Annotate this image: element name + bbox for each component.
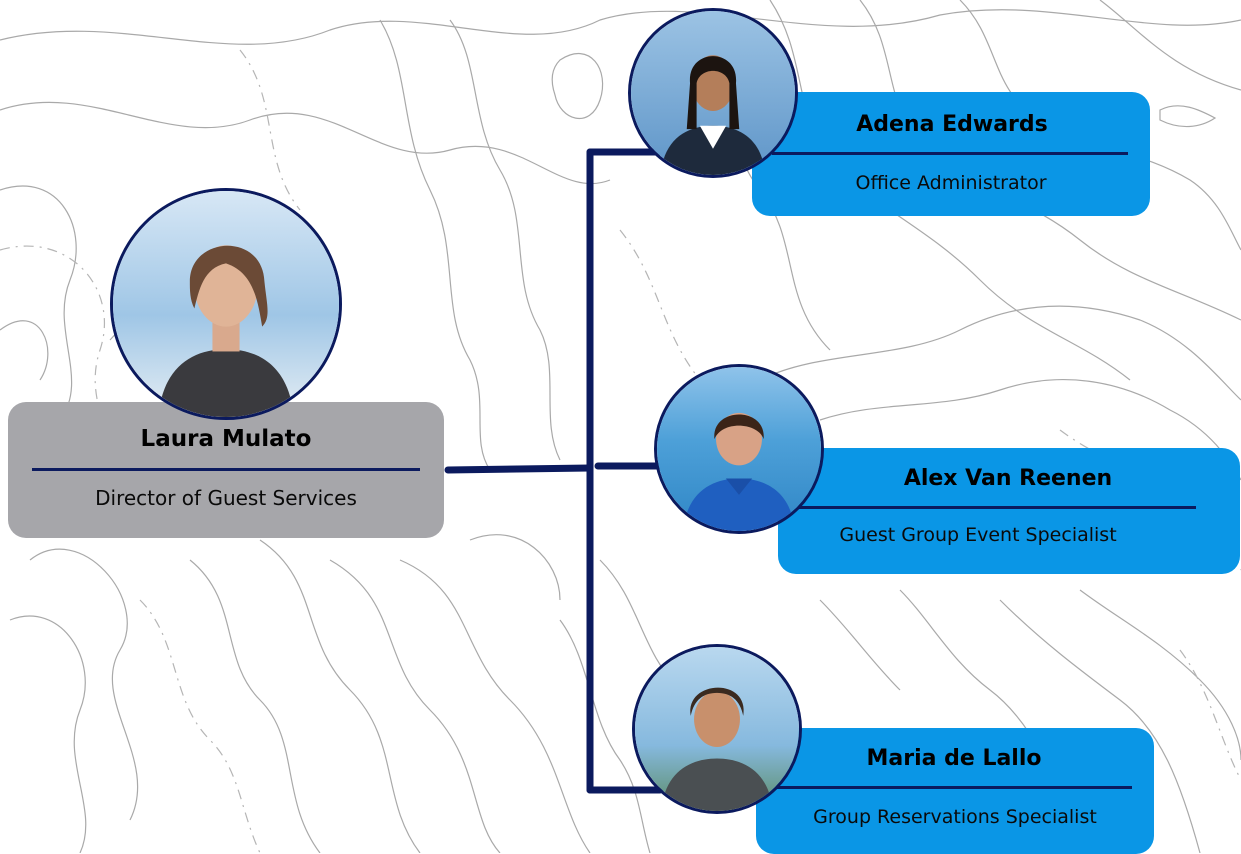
report-card-maria: Maria de Lallo Group Reservations Specia… bbox=[756, 728, 1154, 854]
report-divider-alex bbox=[798, 506, 1196, 509]
report-avatar-maria bbox=[632, 644, 802, 814]
report-role-maria: Group Reservations Specialist bbox=[813, 806, 1097, 828]
root-connector bbox=[444, 464, 594, 474]
report-divider-adena bbox=[772, 152, 1128, 155]
report-name-maria: Maria de Lallo bbox=[866, 746, 1042, 771]
root-divider bbox=[32, 468, 420, 471]
report-role-alex: Guest Group Event Specialist bbox=[839, 524, 1117, 546]
report-avatar-alex bbox=[654, 364, 824, 534]
report-name-adena: Adena Edwards bbox=[856, 112, 1048, 137]
root-avatar-photo bbox=[110, 188, 342, 420]
report-name-alex: Alex Van Reenen bbox=[903, 466, 1113, 491]
report-divider-maria bbox=[776, 786, 1132, 789]
report-role-adena: Office Administrator bbox=[855, 172, 1047, 194]
root-name: Laura Mulato bbox=[140, 426, 312, 452]
report-card-adena: Adena Edwards Office Administrator bbox=[752, 92, 1150, 216]
root-card: Laura Mulato Director of Guest Services bbox=[8, 402, 444, 538]
report-card-alex: Alex Van Reenen Guest Group Event Specia… bbox=[778, 448, 1240, 574]
root-role: Director of Guest Services bbox=[95, 486, 357, 510]
report-avatar-adena bbox=[628, 8, 798, 178]
